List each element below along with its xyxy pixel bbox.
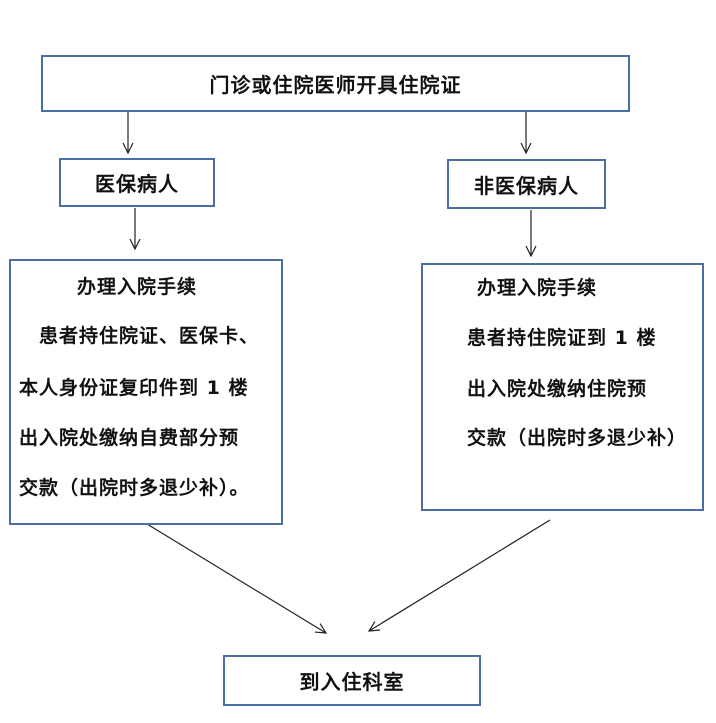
ward-box: 到入住科室 (223, 655, 481, 706)
insured-admission-heading: 办理入院手续 (77, 276, 198, 298)
insured-admission-box: 办理入院手续 患者持住院证、医保卡、 本人身份证复印件到 1 楼 出入院处缴纳自… (9, 259, 283, 525)
uninsured-admission-box: 办理入院手续 患者持住院证到 1 楼 出入院处缴纳住院预 交款（出院时多退少补） (421, 263, 704, 511)
uninsured-patient-box: 非医保病人 (447, 159, 606, 209)
ward-box-label: 到入住科室 (299, 670, 405, 694)
uninsured-admission-line-2: 出入院处缴纳住院预 (467, 378, 648, 400)
start-box-label: 门诊或住院医师开具住院证 (209, 73, 462, 97)
uninsured-admission-heading: 办理入院手续 (477, 277, 598, 299)
uninsured-admission-line-1: 患者持住院证到 1 楼 (467, 327, 657, 349)
uninsured-admission-line-3: 交款（出院时多退少补） (467, 427, 688, 449)
insured-patient-label: 医保病人 (95, 172, 179, 196)
arrow-left-detail-to-bottom (146, 523, 326, 633)
uninsured-patient-label: 非医保病人 (474, 173, 579, 198)
insured-admission-line-4: 交款（出院时多退少补）。 (19, 477, 250, 499)
insured-admission-line-3: 出入院处缴纳自费部分预 (19, 427, 240, 449)
insured-admission-line-2: 本人身份证复印件到 1 楼 (19, 377, 249, 399)
start-box: 门诊或住院医师开具住院证 (41, 55, 630, 112)
insured-admission-line-1: 患者持住院证、医保卡、 (39, 325, 260, 347)
arrow-right-detail-to-bottom (369, 519, 551, 631)
insured-patient-box: 医保病人 (59, 158, 215, 207)
